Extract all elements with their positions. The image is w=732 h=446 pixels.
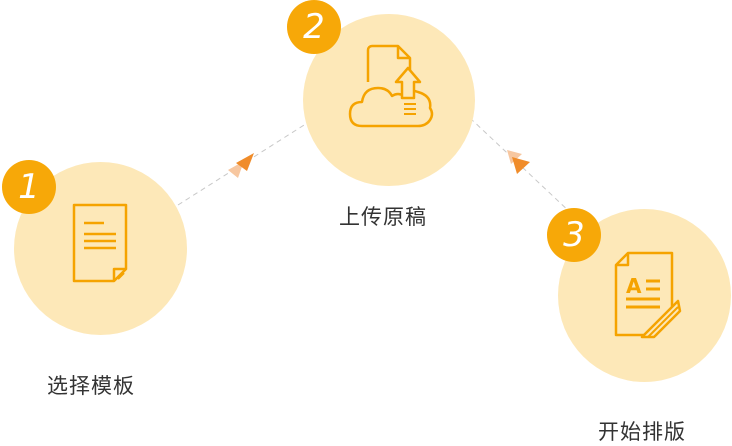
- step-1-label: 选择模板: [47, 374, 135, 398]
- svg-text:A: A: [626, 274, 642, 298]
- step-2-label: 上传原稿: [339, 205, 427, 229]
- document-icon: [72, 203, 128, 283]
- step-3-label: 开始排版: [598, 420, 686, 444]
- step-3-badge: 3: [547, 208, 601, 262]
- typeset-document-icon: A: [614, 251, 682, 339]
- cloud-upload-icon: [348, 44, 434, 128]
- step-1-badge: 1: [2, 160, 56, 214]
- step-2-badge: 2: [287, 0, 341, 54]
- arrow-1-to-2-icon: [228, 153, 254, 178]
- arrow-2-to-3-icon: [507, 150, 530, 174]
